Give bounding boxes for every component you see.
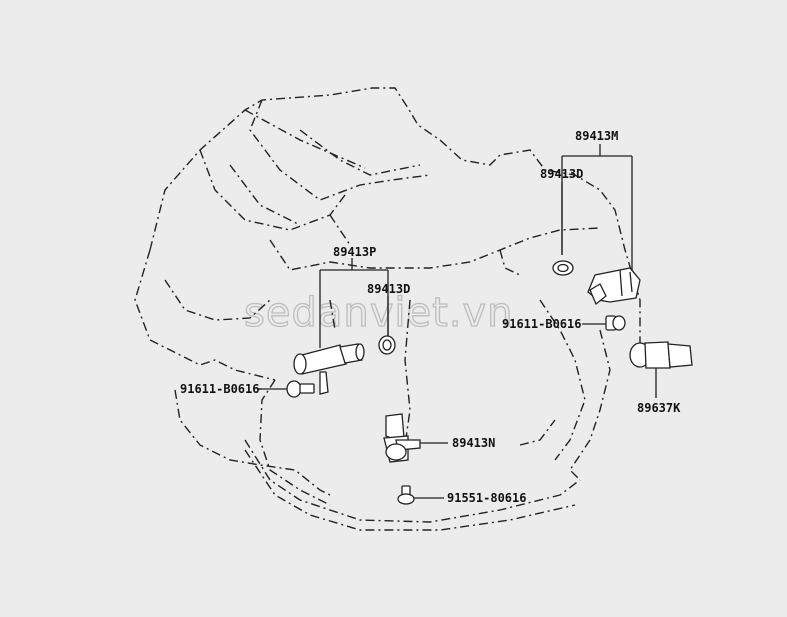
sensor-89413N bbox=[383, 413, 448, 463]
engine-outline bbox=[134, 87, 641, 531]
o-ring-mid-inner bbox=[382, 339, 392, 351]
label-91611-left: 91611-B0616 bbox=[180, 382, 259, 396]
leader-89413P bbox=[319, 258, 389, 348]
label-89413P: 89413P bbox=[333, 245, 376, 259]
bolt-left bbox=[258, 380, 315, 398]
label-91551: 91551-80616 bbox=[447, 491, 526, 505]
label-89413M: 89413M bbox=[575, 129, 618, 143]
o-ring-top-inner bbox=[557, 263, 569, 273]
watermark-text: sedanviet.vn bbox=[244, 290, 514, 336]
cam-position-sensor-top bbox=[587, 267, 641, 306]
bolt-bottom bbox=[397, 485, 444, 505]
leader-89413M bbox=[561, 144, 633, 272]
label-91611-right: 91611-B0616 bbox=[502, 317, 581, 331]
label-89637K: 89637K bbox=[637, 401, 681, 415]
crank-position-sensor bbox=[293, 343, 365, 395]
label-89413D-top: 89413D bbox=[540, 167, 583, 181]
label-89413D-mid: 89413D bbox=[367, 282, 410, 296]
bolt-right bbox=[582, 315, 626, 331]
sensor-89637K bbox=[629, 341, 693, 398]
label-89413N: 89413N bbox=[452, 436, 495, 450]
